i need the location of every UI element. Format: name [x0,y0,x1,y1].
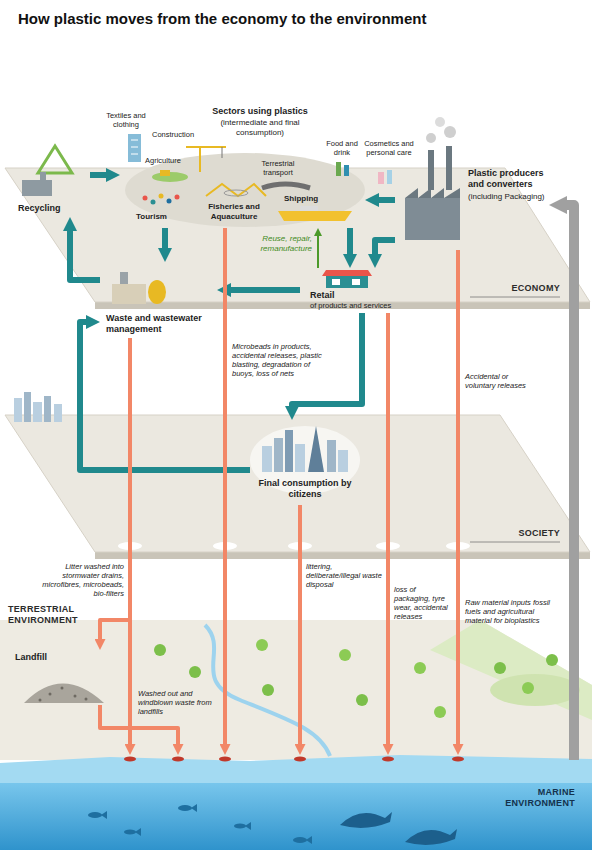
sector-label: Fisheries and Aquaculture [196,202,272,221]
text-slot: (intermediate and final consumption) [200,118,320,137]
node-heading: TERRESTRIAL ENVIRONMENT [8,604,88,626]
consumption-node: Final consumption by citizens [250,420,360,505]
node-heading: Sectors using plastics [200,106,320,117]
economy-plane-shape [0,105,592,345]
text-slot: Accidental or voluntary releases [465,372,540,390]
text-slot: (including Packaging) [468,192,546,202]
landfill-node: Landfill [10,650,110,705]
text-slot: Washed out and windblown waste from land… [138,689,218,716]
text-slot: Reuse, repair, remanufacture [240,234,312,253]
text-slot: ECONOMY [490,283,560,294]
node-heading: Retail [310,290,415,301]
marine-block: MARINE ENVIRONMENT [0,755,592,850]
text-slot: Litter washed into stormwater drains, mi… [28,562,124,598]
text-slot: Tourism [136,212,181,222]
text-slot: Retail [310,290,415,301]
node-heading: Waste and wastewater management [106,313,214,335]
text-slot: Fisheries and Aquaculture [196,202,272,221]
edge-label: Accidental or voluntary releases [465,372,540,390]
text-slot: Cosmetics and personal care [363,140,415,157]
text-slot: Construction [152,131,207,140]
text-slot: MARINE ENVIRONMENT [500,787,575,809]
edge-label: littering, deliberate/illegal waste disp… [306,562,382,589]
sector-label: Terrestrial transport [252,160,304,177]
text-slot: of products and services [310,301,415,310]
text-slot: Waste and wastewater management [106,313,214,335]
node-heading: MARINE ENVIRONMENT [500,787,575,809]
sector-label: Cosmetics and personal care [363,140,415,157]
node-heading: Plastic producers and converters [468,168,546,190]
node-heading: Final consumption by citizens [255,478,355,500]
text-slot: TERRESTRIAL ENVIRONMENT [8,604,88,626]
recycling-node: Recycling [15,140,90,217]
text-slot: Recycling [18,203,78,214]
text-slot: Sectors using plastics [200,106,320,117]
text-slot: loss of packaging, tyre wear, accidental… [394,585,452,621]
text-slot: Food and drink [322,140,362,157]
text-slot: How plastic moves from the economy to th… [18,10,578,28]
edge-label: Litter washed into stormwater drains, mi… [28,562,124,598]
economy-plane: ECONOMY Sectors using plastics(intermedia… [0,105,592,345]
retail-node: Retailof products and services [300,268,420,313]
text-slot: littering, deliberate/illegal waste disp… [306,562,382,589]
text-slot: SOCIETY [490,528,560,539]
text-slot: Agriculture [145,157,190,166]
sector-label: Shipping [284,194,329,204]
text-slot: Plastic producers and converters [468,168,546,190]
text-slot: Textiles and clothing [100,112,152,129]
waste-node: Waste and wastewater management [100,262,217,338]
sector-label: Tourism [136,212,181,222]
edge-label: loss of packaging, tyre wear, accidental… [394,585,452,621]
node-heading: Landfill [15,652,75,663]
text-slot: Shipping [284,194,329,204]
node-body: of products and services [310,301,415,310]
text-slot: Terrestrial transport [252,160,304,177]
node-heading: ECONOMY [490,283,560,294]
text-slot: Raw material inputs fossil fuels and agr… [465,598,561,625]
text-slot: Microbeads in products, accidental relea… [232,342,332,378]
edge-label: Raw material inputs fossil fuels and agr… [465,598,561,625]
node-body: (intermediate and final consumption) [200,118,320,137]
node-body: (including Packaging) [468,192,546,202]
producer-node: Plastic producers and converters (includi… [395,158,549,250]
society-plane: SOCIETY Final consumption by citizens [0,390,592,560]
sector-label: Construction [152,131,207,140]
sector-label: Food and drink [322,140,362,157]
edge-label: Reuse, repair, remanufacture [240,234,312,253]
title: How plastic moves from the economy to th… [18,10,578,28]
edge-label: Microbeads in products, accidental relea… [232,342,332,378]
node-heading: Recycling [18,203,78,214]
text-slot: Landfill [15,652,75,663]
edge-label: Washed out and windblown waste from land… [138,689,218,716]
marine-block-shape [0,755,592,850]
text-slot: Final consumption by citizens [255,478,355,500]
sector-label: Agriculture [145,157,190,166]
node-heading: SOCIETY [490,528,560,539]
sector-label: Textiles and clothing [100,112,152,129]
